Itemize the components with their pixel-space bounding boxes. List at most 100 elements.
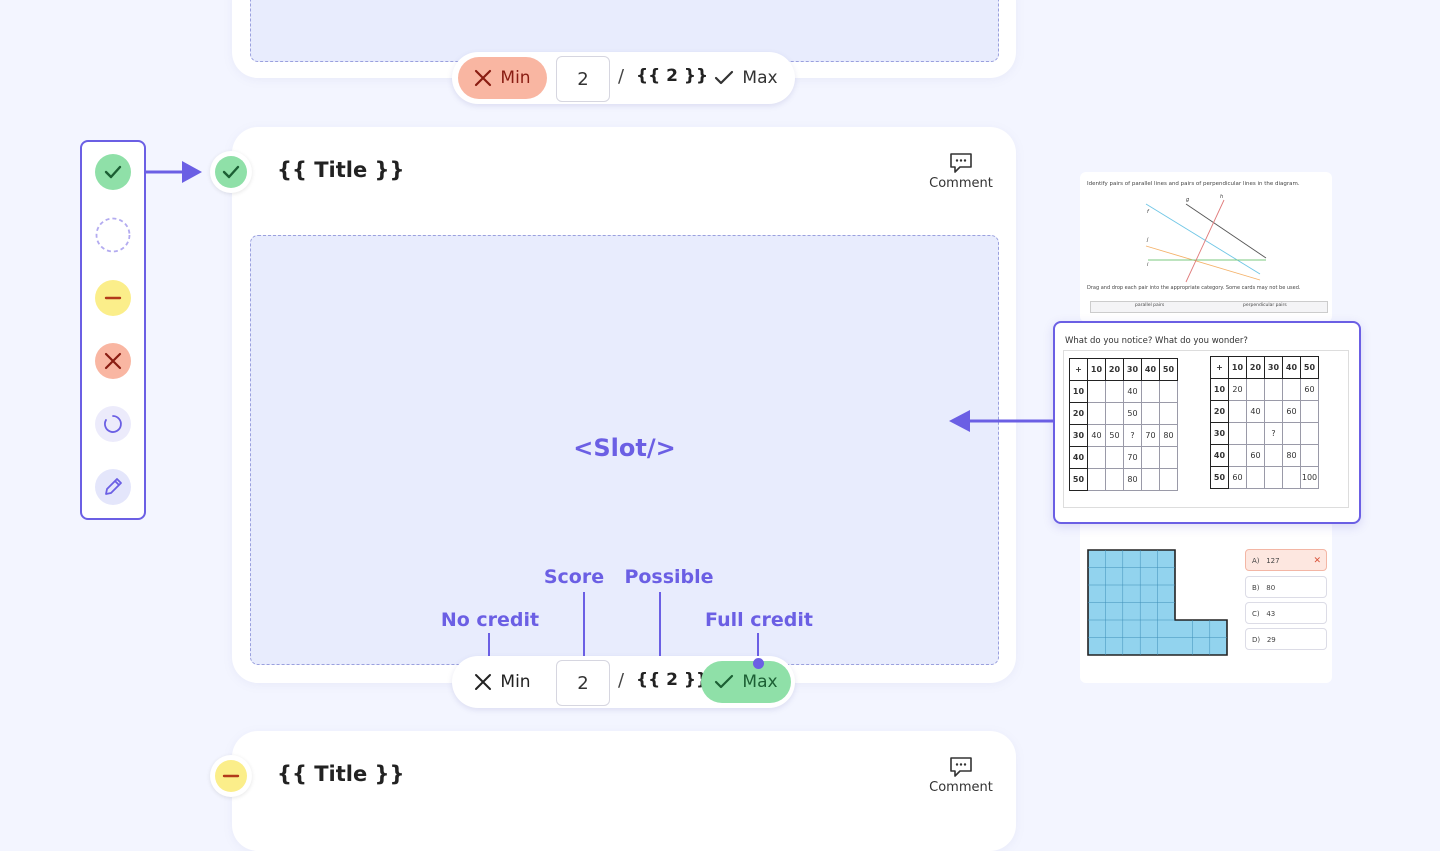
table-cell: 70 bbox=[1123, 446, 1142, 469]
table-cell bbox=[1141, 468, 1160, 491]
table-cell bbox=[1105, 468, 1124, 491]
annotation-no-credit: No credit bbox=[440, 609, 540, 631]
score-input[interactable]: 2 bbox=[556, 660, 610, 706]
check-icon bbox=[715, 674, 734, 689]
table-cell bbox=[1264, 466, 1283, 489]
status-indicator[interactable] bbox=[210, 755, 252, 797]
table-cell: + bbox=[1069, 358, 1088, 381]
minus-icon bbox=[95, 280, 131, 316]
line-label: f bbox=[1147, 209, 1149, 215]
table-cell bbox=[1228, 422, 1247, 445]
main-score-bar: Min 2 / {{ 2 }} Max bbox=[452, 656, 795, 708]
table-cell: 50 bbox=[1300, 356, 1319, 379]
table-cell: 60 bbox=[1228, 466, 1247, 489]
top-score-bar: Min 2 / {{ 2 }} Max bbox=[452, 52, 795, 104]
table-cell: 30 bbox=[1069, 424, 1088, 447]
comment-button[interactable]: Comment bbox=[926, 756, 996, 795]
table-cell bbox=[1087, 468, 1106, 491]
line-label: g bbox=[1186, 197, 1190, 203]
table-cell bbox=[1246, 422, 1265, 445]
table-cell: 40 bbox=[1123, 380, 1142, 403]
comment-icon bbox=[950, 153, 972, 173]
table-cell: 50 bbox=[1159, 358, 1178, 381]
table-cell bbox=[1105, 402, 1124, 425]
bottom-question-card bbox=[232, 731, 1016, 851]
table-cell: 50 bbox=[1210, 466, 1229, 489]
status-indicator[interactable] bbox=[210, 151, 252, 193]
x-icon bbox=[475, 674, 492, 690]
line-label: i bbox=[1147, 262, 1149, 268]
min-button[interactable]: Min bbox=[458, 57, 547, 99]
table-cell bbox=[1228, 400, 1247, 423]
content-slot: <Slot/> bbox=[250, 235, 999, 665]
pencil-icon bbox=[95, 469, 131, 505]
max-button[interactable]: Max bbox=[702, 57, 790, 99]
table-cell: 30 bbox=[1123, 358, 1142, 381]
table-cell: 20 bbox=[1069, 402, 1088, 425]
table-cell: 50 bbox=[1105, 424, 1124, 447]
table-cell: 20 bbox=[1210, 400, 1229, 423]
table-cell: 40 bbox=[1069, 446, 1088, 469]
answer-option-d[interactable]: D) 29 bbox=[1245, 628, 1327, 650]
table-cell bbox=[1141, 446, 1160, 469]
score-input[interactable]: 2 bbox=[556, 56, 610, 102]
table-cell bbox=[1282, 378, 1301, 401]
example-addition-tables: What do you notice? What do you wonder? … bbox=[1053, 321, 1361, 524]
table-cell bbox=[1087, 402, 1106, 425]
comment-label: Comment bbox=[929, 176, 993, 191]
geometry-prompt: Identify pairs of parallel lines and pai… bbox=[1087, 181, 1300, 187]
table-cell bbox=[1141, 380, 1160, 403]
max-label: Max bbox=[742, 68, 778, 88]
table-cell: 60 bbox=[1246, 444, 1265, 467]
table-cell bbox=[1087, 380, 1106, 403]
answer-option-b[interactable]: B) 80 bbox=[1245, 576, 1327, 598]
table-cell bbox=[1300, 400, 1319, 423]
table-cell: 80 bbox=[1159, 424, 1178, 447]
annotation-possible: Possible bbox=[624, 566, 714, 588]
x-icon: ✕ bbox=[1313, 556, 1321, 566]
table-cell bbox=[1300, 422, 1319, 445]
max-label: Max bbox=[742, 672, 778, 692]
table-cell bbox=[1300, 444, 1319, 467]
table-cell bbox=[1159, 380, 1178, 403]
min-button[interactable]: Min bbox=[458, 661, 547, 703]
example-geometry-question: Identify pairs of parallel lines and pai… bbox=[1080, 172, 1332, 322]
table-cell: 40 bbox=[1087, 424, 1106, 447]
table-cell bbox=[1159, 402, 1178, 425]
slot-label: <Slot/> bbox=[573, 434, 676, 462]
dashed-circle-icon bbox=[95, 217, 131, 253]
partial-status-icon bbox=[215, 760, 247, 792]
question-title: {{ Title }} bbox=[277, 762, 405, 786]
annotation-score: Score bbox=[543, 566, 605, 588]
table-cell bbox=[1282, 466, 1301, 489]
possible-points: {{ 2 }} bbox=[636, 66, 709, 86]
comment-label: Comment bbox=[929, 780, 993, 795]
answer-option-c[interactable]: C) 43 bbox=[1245, 602, 1327, 624]
x-icon bbox=[95, 343, 131, 379]
table-cell: 20 bbox=[1228, 378, 1247, 401]
table-cell: 60 bbox=[1300, 378, 1319, 401]
comment-button[interactable]: Comment bbox=[926, 152, 996, 191]
pairs-header-row: parallel pairs perpendicular pairs bbox=[1090, 301, 1328, 313]
table-cell bbox=[1264, 378, 1283, 401]
table-cell bbox=[1246, 378, 1265, 401]
table-cell: 40 bbox=[1210, 444, 1229, 467]
table-cell bbox=[1264, 400, 1283, 423]
answer-option-a[interactable]: A) 127 ✕ bbox=[1245, 549, 1327, 571]
table-cell bbox=[1159, 468, 1178, 491]
table-cell: 80 bbox=[1123, 468, 1142, 491]
top-slot bbox=[250, 0, 999, 62]
max-button[interactable]: Max bbox=[701, 661, 791, 703]
table-cell: ? bbox=[1264, 422, 1283, 445]
table-cell bbox=[1141, 402, 1160, 425]
possible-points: {{ 2 }} bbox=[636, 670, 709, 690]
table-row: 30? bbox=[1210, 422, 1319, 445]
check-icon bbox=[715, 70, 734, 85]
